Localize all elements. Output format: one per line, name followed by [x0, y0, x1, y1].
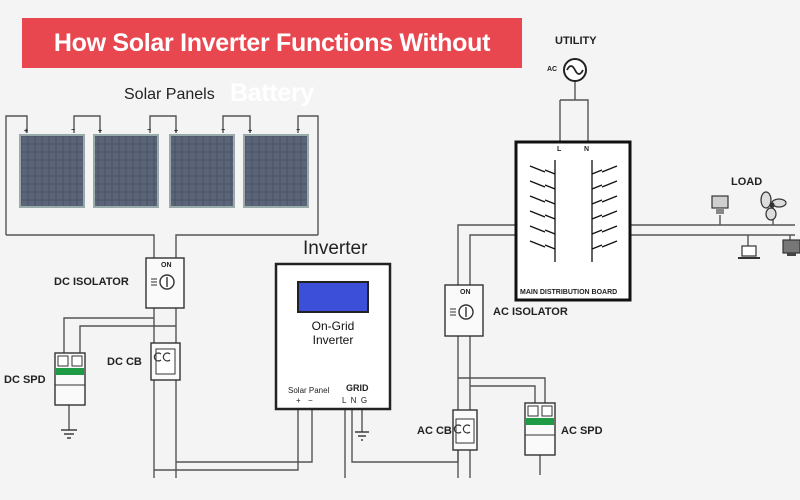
monitor-icon [782, 239, 800, 256]
dc-circuit-breaker [150, 342, 181, 381]
inverter-label: Inverter [303, 238, 368, 259]
ground-icon [355, 431, 369, 441]
inverter-display [297, 281, 369, 313]
grid-port-label: GRID [346, 383, 369, 393]
grid-terminals-label: L N G [342, 396, 368, 405]
ac-label: AC [547, 66, 558, 73]
solar-panel-plus: + [296, 396, 301, 405]
load-label: LOAD [731, 176, 763, 188]
laptop-icon [738, 245, 760, 259]
mdb-n-label: N [584, 146, 590, 153]
inverter-desc-line2: Inverter [312, 333, 354, 347]
panel-2-plus: + [98, 128, 103, 135]
load-appliances [711, 191, 800, 259]
solar-panels-label: Solar Panels [124, 86, 215, 103]
mdb-label: MAIN DISTRIBUTION BOARD [520, 289, 618, 296]
wiring [5, 80, 795, 478]
ac-circuit-breaker [452, 409, 478, 451]
solar-panel-1 [19, 134, 85, 208]
inverter [274, 262, 392, 441]
panel-1-plus: + [24, 128, 29, 135]
main-distribution-board [514, 140, 632, 302]
utility-label: UTILITY [555, 35, 597, 47]
solar-panel-array [19, 134, 309, 208]
panel-4-minus: − [296, 127, 301, 134]
panel-4-plus: + [248, 128, 253, 135]
fan-icon [760, 191, 787, 221]
dc-surge-protector [54, 352, 86, 439]
ground-icon [61, 429, 77, 439]
ac-surge-protector [524, 402, 556, 456]
mdb-breakers [529, 160, 618, 262]
ac-isolator-on-label: ON [460, 289, 471, 296]
solar-panel-4 [243, 134, 309, 208]
ac-cb-label: AC CB [417, 425, 452, 437]
lamp-icon [711, 195, 729, 214]
panel-3-minus: − [221, 127, 226, 134]
solar-panel-minus: − [308, 396, 313, 405]
title-banner: How Solar Inverter Functions Without Bat… [22, 18, 522, 107]
solar-panel-2 [93, 134, 159, 208]
dc-cb-label: DC CB [107, 356, 142, 368]
mdb-l-label: L [557, 146, 562, 153]
panel-1-minus: − [71, 127, 76, 134]
dc-isolator-label: DC ISOLATOR [54, 276, 129, 288]
ac-isolator [444, 284, 484, 337]
ac-isolator-label: AC ISOLATOR [493, 306, 568, 318]
page-title: How Solar Inverter Functions Without Bat… [53, 29, 491, 107]
solar-panel-3 [169, 134, 235, 208]
panel-3-plus: + [174, 128, 179, 135]
dc-isolator [145, 257, 185, 309]
solar-panel-port-label: Solar Panel [288, 386, 330, 395]
dc-spd-label: DC SPD [4, 374, 46, 386]
utility-ac-source-icon [563, 58, 587, 82]
ac-spd-label: AC SPD [561, 425, 603, 437]
dc-isolator-on-label: ON [161, 262, 172, 269]
inverter-desc-line1: On-Grid [311, 319, 355, 333]
panel-2-minus: − [147, 127, 152, 134]
